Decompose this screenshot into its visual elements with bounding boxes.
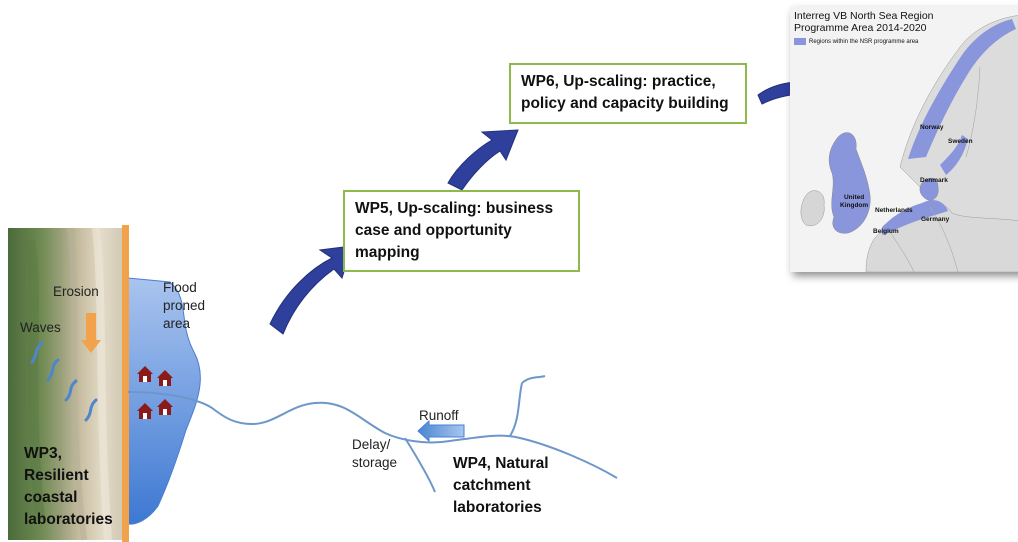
map-title-line2: Programme Area 2014-2020	[794, 22, 927, 34]
wp4-label-line2: catchment	[453, 477, 531, 494]
flood-label-line3: area	[163, 316, 191, 331]
wp4-label: WP4, Natural catchment laboratories	[453, 453, 549, 519]
wp6-box: WP6, Up-scaling: practice, policy and ca…	[509, 63, 747, 124]
wp5-line1: WP5, Up-scaling: business	[355, 200, 554, 217]
legend-swatch	[794, 38, 806, 45]
wp3-label: WP3, Resilient coastal laboratories	[24, 443, 113, 531]
wp5-line2: case and opportunity	[355, 222, 512, 239]
wp5-line3: mapping	[355, 244, 420, 261]
legend-text: Regions within the NSR programme area	[809, 38, 919, 45]
waves-label: Waves	[20, 320, 61, 335]
flood-label-line1: Flood	[163, 280, 197, 295]
delay-line1: Delay/	[352, 437, 391, 452]
map-title-line1: Interreg VB North Sea Region	[794, 10, 934, 22]
country-label-uk-line2: Kingdom	[840, 202, 869, 209]
erosion-arrow	[81, 313, 101, 353]
map-title: Interreg VB North Sea Region Programme A…	[794, 10, 934, 34]
runoff-arrow	[417, 419, 465, 443]
wp3-label-line4: laboratories	[24, 511, 113, 528]
wp5-box: WP5, Up-scaling: business case and oppor…	[343, 190, 580, 272]
country-label-uk: United Kingdom	[840, 194, 868, 210]
wp6-line1: WP6, Up-scaling: practice,	[521, 73, 716, 90]
country-label-germany: Germany	[921, 216, 950, 223]
wp3-label-line3: coastal	[24, 489, 78, 506]
map-legend: Regions within the NSR programme area	[794, 38, 918, 45]
arrow-to-wp5	[269, 245, 353, 335]
erosion-label: Erosion	[53, 284, 99, 299]
wp6-line2: policy and capacity building	[521, 95, 729, 112]
country-label-norway: Norway	[920, 124, 944, 131]
wp4-label-line3: laboratories	[453, 499, 542, 516]
wp4-label-line1: WP4, Natural	[453, 455, 549, 472]
flood-label-line2: proned	[163, 298, 206, 313]
arrow-to-wp6	[447, 129, 519, 191]
coastal-defence-line	[122, 225, 129, 542]
wp3-label-line1: WP3,	[24, 445, 62, 462]
country-label-netherlands: Netherlands	[875, 207, 913, 214]
houses-icon	[137, 366, 173, 419]
country-label-sweden: Sweden	[948, 138, 973, 145]
north-sea-region-map: Interreg VB North Sea Region Programme A…	[790, 7, 1018, 272]
map-shapes	[790, 7, 1018, 272]
wp3-label-line2: Resilient	[24, 467, 89, 484]
waves-icon	[30, 341, 98, 422]
delay-storage-label: Delay/ storage	[352, 436, 397, 472]
country-label-denmark: Denmark	[920, 177, 948, 184]
beach-photo	[8, 227, 126, 541]
country-label-belgium: Belgium	[873, 228, 899, 235]
river-network	[127, 375, 618, 493]
flood-label: Flood proned area	[163, 279, 205, 333]
runoff-label: Runoff	[419, 408, 459, 423]
delay-line2: storage	[352, 455, 398, 470]
country-label-uk-line1: United	[843, 194, 865, 201]
